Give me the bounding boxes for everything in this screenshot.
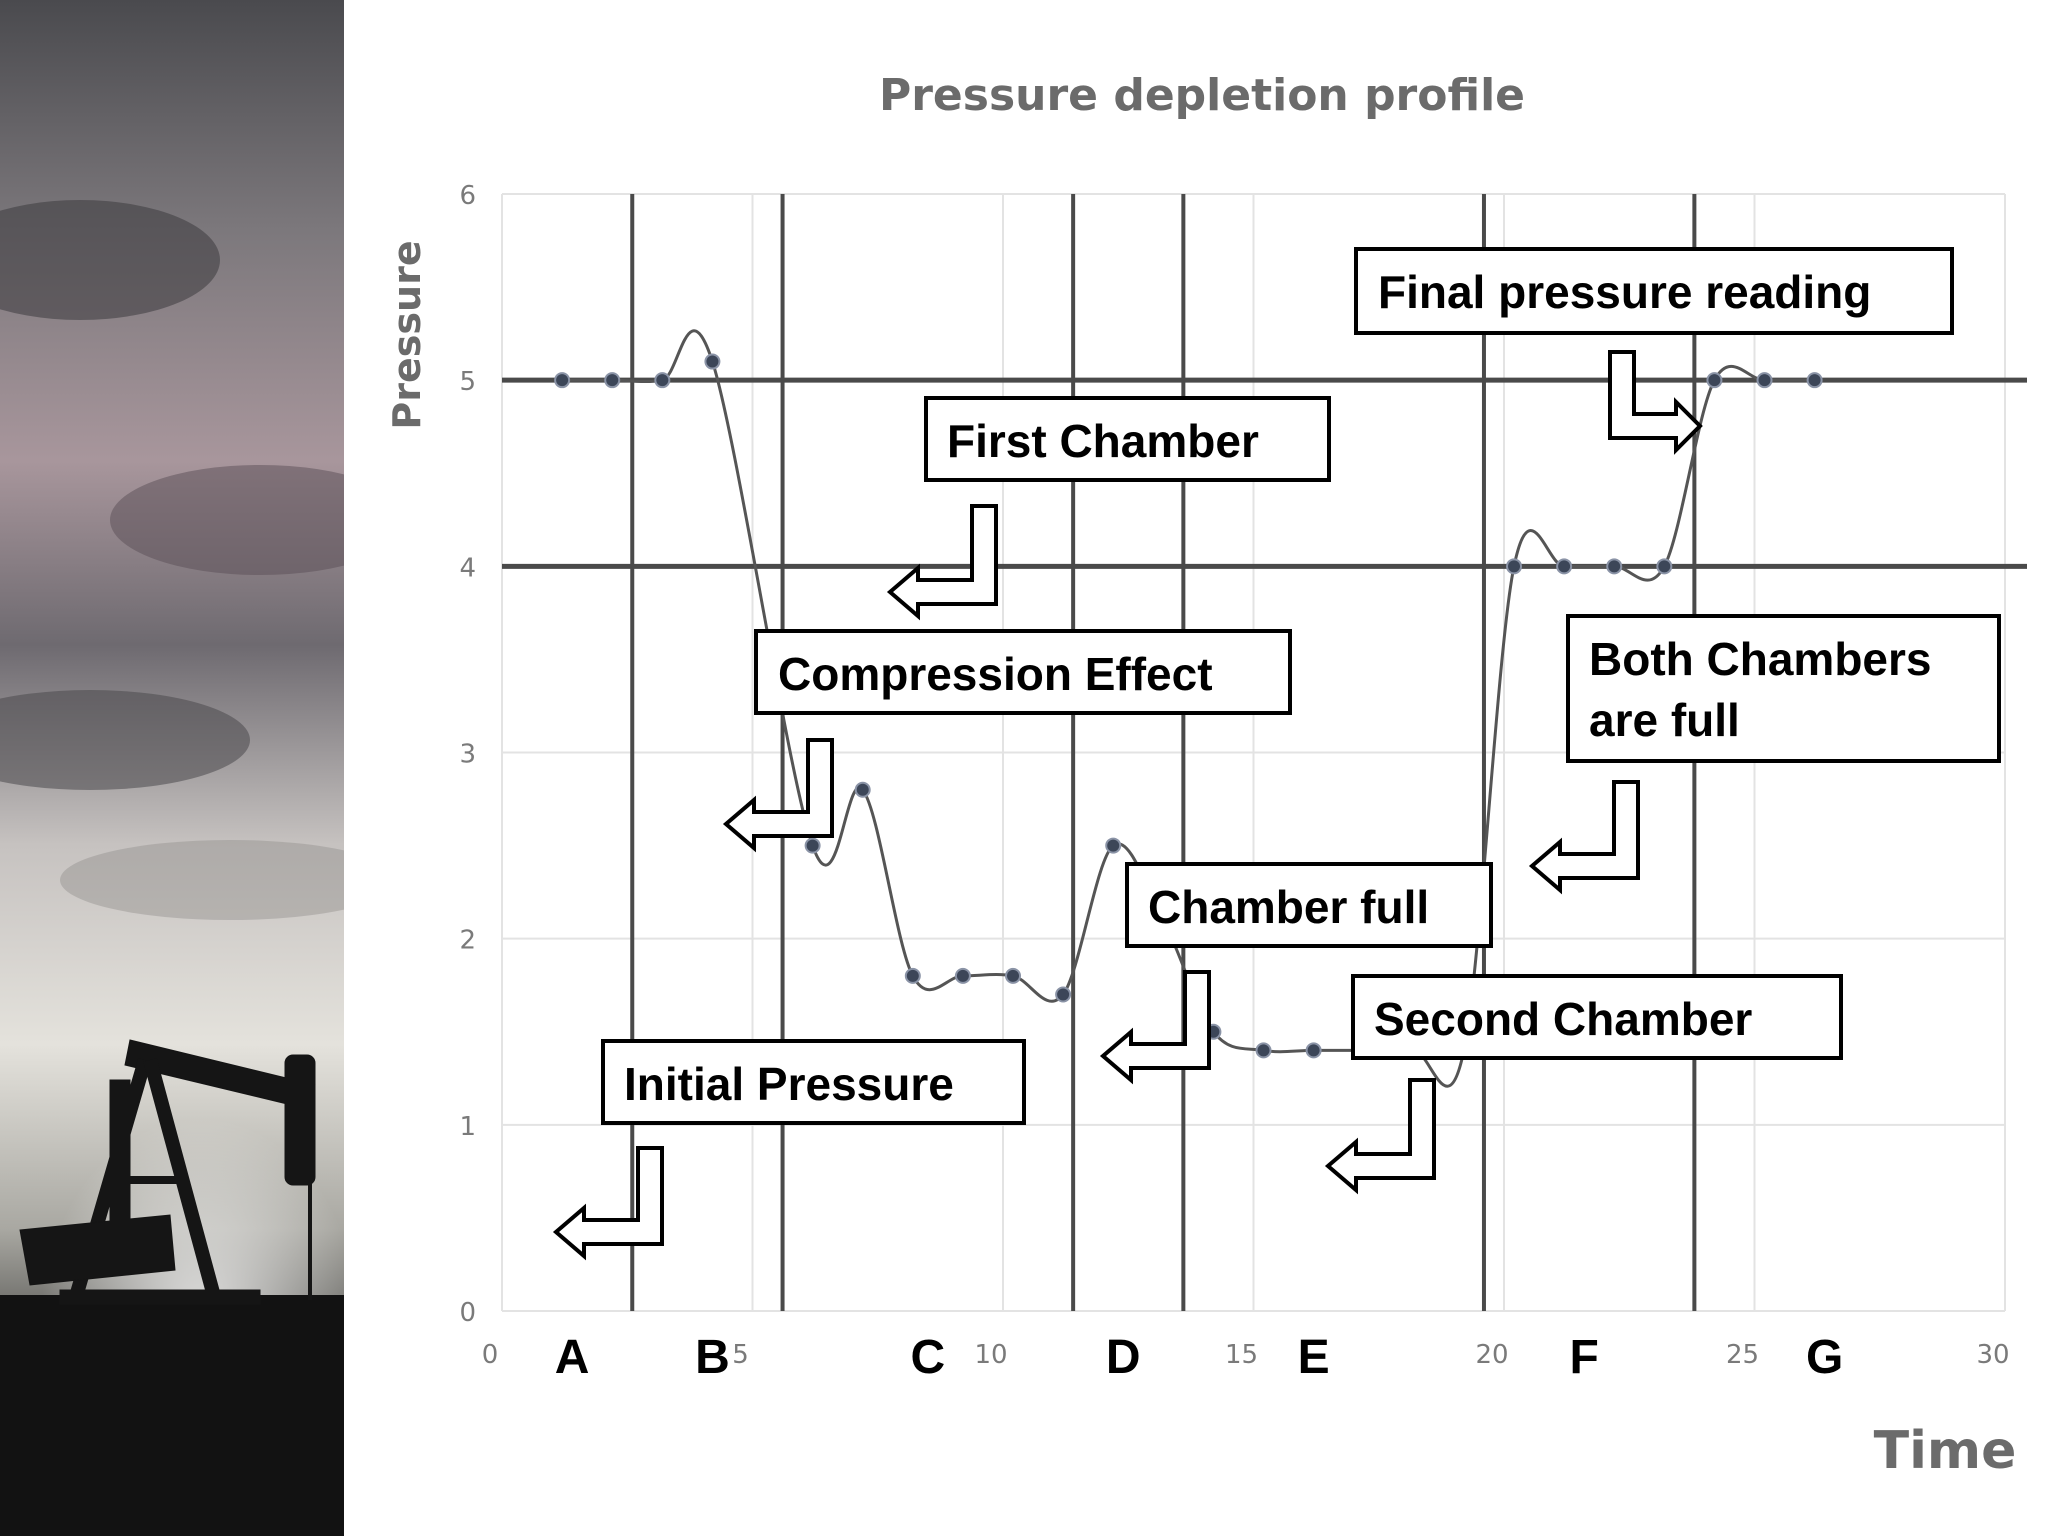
phase-label: D: [1106, 1331, 1141, 1384]
data-point: [904, 967, 921, 984]
arrow-icon: [1324, 1078, 1436, 1195]
data-point: [654, 372, 671, 389]
phase-label: E: [1298, 1331, 1330, 1384]
axis-ticks: 0 1 2 3 4 5 6 0 5 10 15 20 25 30: [459, 181, 2009, 1370]
y-tick-label: 3: [459, 740, 476, 770]
annotations: Initial Pressure First Chamber Compressi…: [552, 247, 2001, 1261]
arrow-icon: [552, 1146, 664, 1261]
annotation-text: Initial Pressure: [624, 1058, 954, 1110]
data-point: [1255, 1042, 1272, 1059]
data-point: [854, 781, 871, 798]
annotation-final-pressure: Final pressure reading: [1354, 247, 1954, 455]
annotation-text: Compression Effect: [778, 648, 1213, 700]
x-axis-label: Time: [1874, 1421, 2017, 1481]
phase-labels: A B C D E F G: [555, 1331, 1844, 1384]
phase-label: B: [695, 1331, 730, 1384]
phase-label: C: [911, 1331, 946, 1384]
chart-title: Pressure depletion profile: [879, 70, 1525, 121]
annotation-text: First Chamber: [947, 415, 1259, 467]
annotation-chamber-full: Chamber full: [1099, 862, 1493, 1085]
data-point: [1806, 372, 1823, 389]
data-point: [1556, 558, 1573, 575]
y-tick-label: 5: [459, 367, 476, 397]
data-point: [1656, 558, 1673, 575]
data-point: [1756, 372, 1773, 389]
x-tick-label: 10: [974, 1340, 1007, 1370]
annotation-text-line1: Both Chambers: [1589, 633, 1931, 685]
phase-label: G: [1806, 1331, 1843, 1384]
data-point: [704, 353, 721, 370]
arrow-icon: [1099, 970, 1211, 1085]
data-point: [1105, 837, 1122, 854]
x-tick-label: 25: [1726, 1340, 1759, 1370]
data-point: [1506, 558, 1523, 575]
annotation-text-line2: are full: [1589, 694, 1740, 746]
data-point: [954, 967, 971, 984]
y-axis-label: Pressure: [385, 240, 429, 429]
oil-pumpjack-photo: [0, 0, 344, 1536]
phase-label: A: [555, 1331, 590, 1384]
annotation-initial-pressure: Initial Pressure: [552, 1039, 1026, 1261]
y-tick-label: 1: [459, 1112, 476, 1142]
data-point: [1606, 558, 1623, 575]
annotation-second-chamber: Second Chamber: [1324, 974, 1843, 1195]
data-point: [1005, 967, 1022, 984]
arrow-icon: [722, 738, 834, 853]
y-tick-label: 6: [459, 181, 476, 211]
y-tick-label: 4: [459, 553, 476, 583]
data-point: [804, 837, 821, 854]
annotation-first-chamber: First Chamber: [886, 396, 1331, 621]
annotation-text: Chamber full: [1148, 881, 1429, 933]
data-point: [1055, 986, 1072, 1003]
data-point: [604, 372, 621, 389]
x-tick-label: 20: [1475, 1340, 1508, 1370]
data-point: [1706, 372, 1723, 389]
arrow-icon: [1608, 350, 1703, 455]
phase-label: F: [1569, 1331, 1598, 1384]
y-tick-label: 2: [459, 926, 476, 956]
annotation-compression-effect: Compression Effect: [722, 629, 1292, 853]
pressure-depletion-chart: 0 1 2 3 4 5 6 0 5 10 15 20 25 30 A B C D E F G Pressure dep…: [385, 70, 2027, 1481]
annotation-both-chambers: Both Chambers are full: [1528, 614, 2001, 895]
x-tick-label: 0: [482, 1340, 499, 1370]
arrow-icon: [1528, 780, 1640, 895]
annotation-text: Second Chamber: [1374, 993, 1752, 1045]
y-tick-label: 0: [459, 1298, 476, 1328]
x-tick-label: 30: [1976, 1340, 2009, 1370]
arrow-icon: [886, 504, 998, 621]
data-point: [1305, 1042, 1322, 1059]
annotation-text: Final pressure reading: [1378, 266, 1871, 318]
x-tick-label: 5: [732, 1340, 749, 1370]
x-tick-label: 15: [1225, 1340, 1258, 1370]
data-point: [554, 372, 571, 389]
